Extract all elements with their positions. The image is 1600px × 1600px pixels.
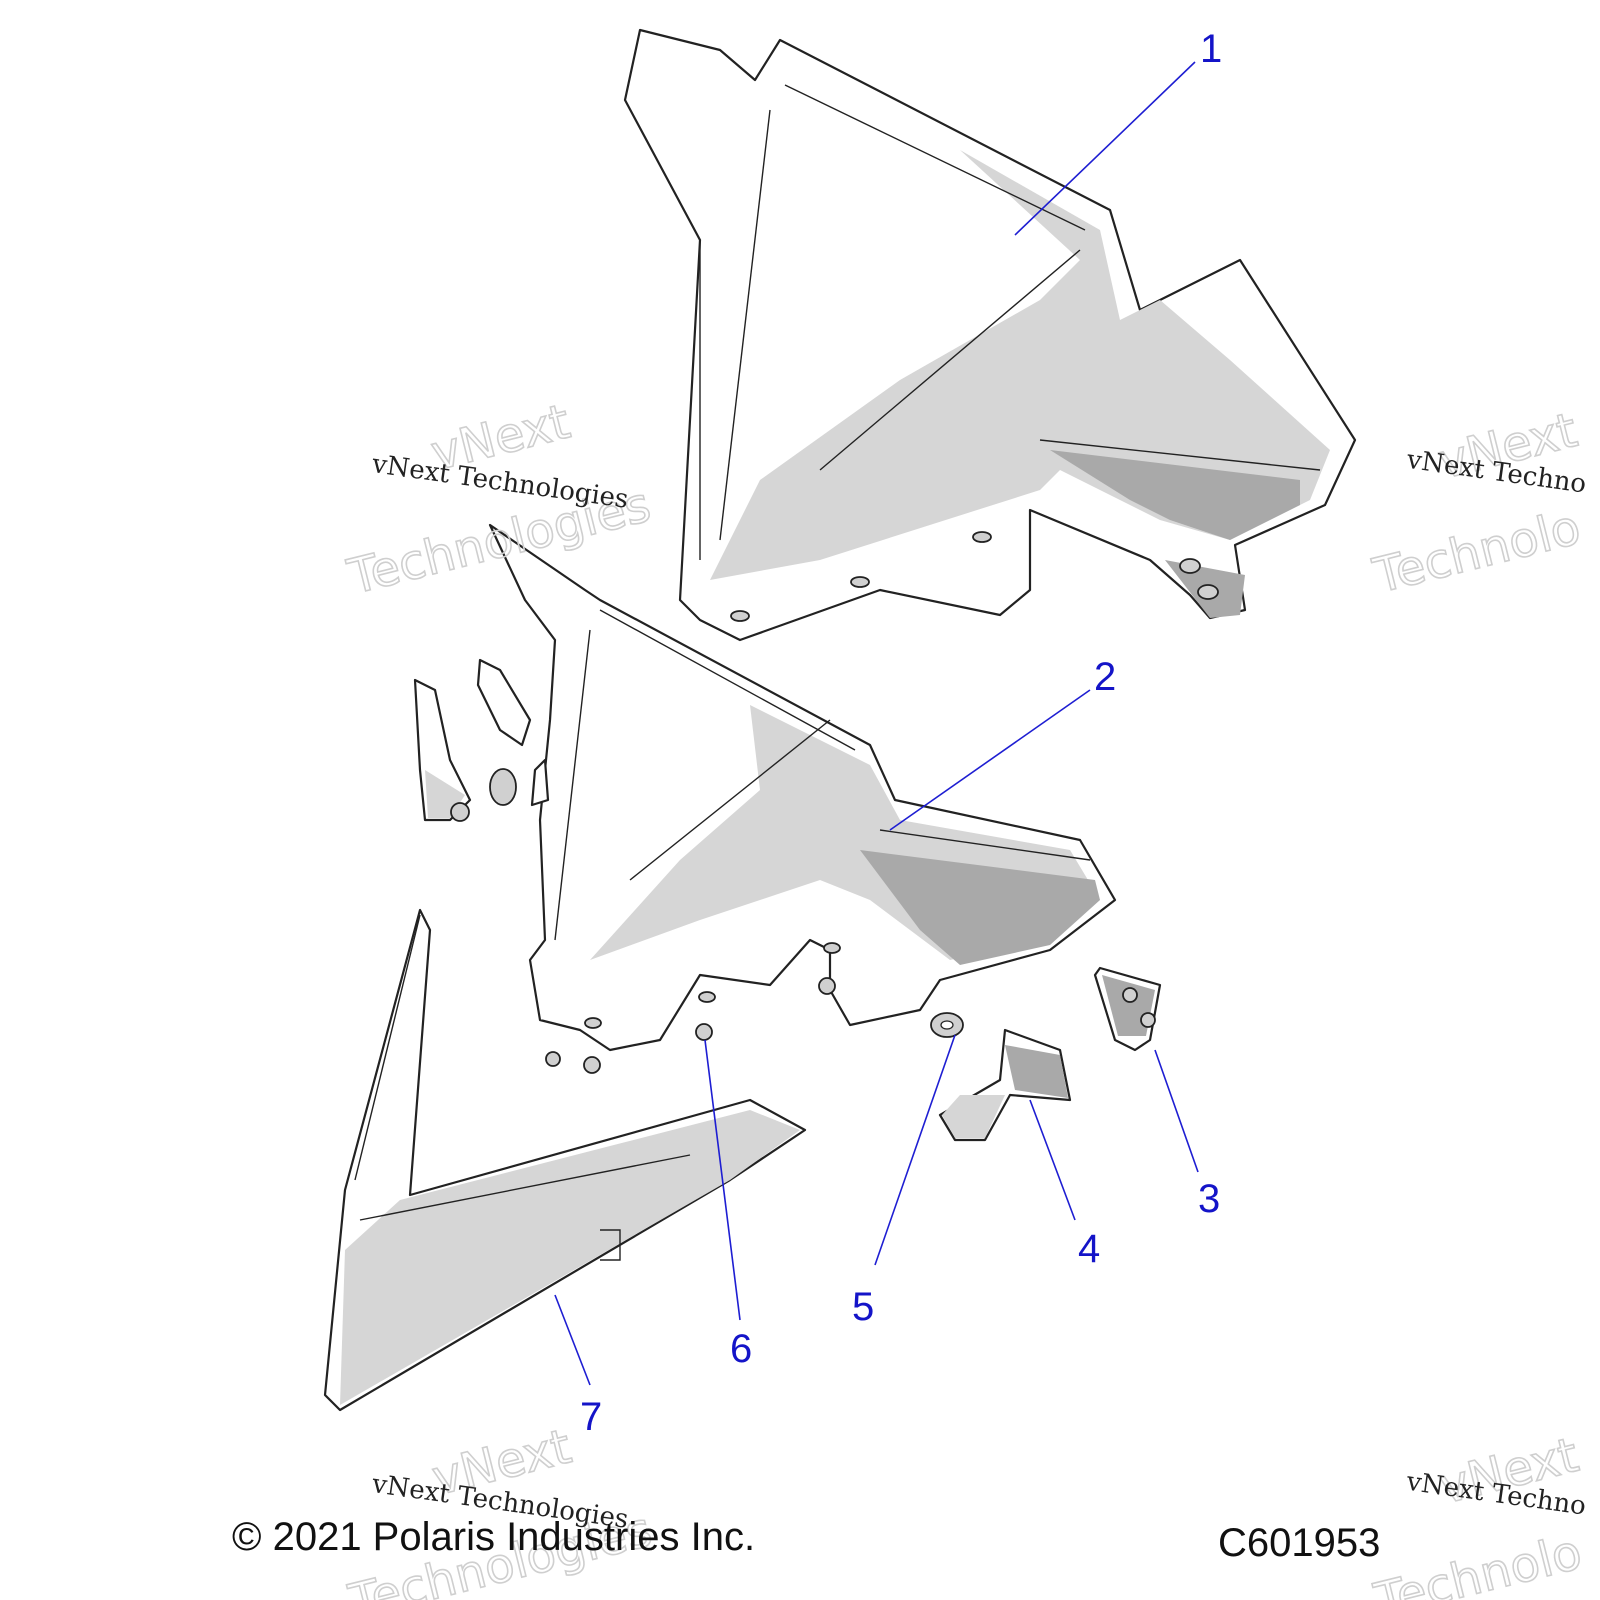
leader-3 <box>1154 1049 1199 1173</box>
watermark-upper-right: vNext Technolo <box>1367 401 1587 605</box>
bracket-plate[interactable] <box>1093 966 1162 1052</box>
leader-4 <box>1029 1099 1076 1221</box>
watermark-cut-2-lower: Technolo <box>1369 1524 1587 1600</box>
left-brackets <box>413 658 550 822</box>
windshield-lower[interactable] <box>488 523 1117 1052</box>
callout-7: 7 <box>580 1395 602 1439</box>
diagram-id: C601953 <box>1218 1521 1380 1565</box>
callout-numbers: 1 2 3 4 5 6 7 <box>580 27 1222 1439</box>
leader-2 <box>889 689 1091 831</box>
callout-4: 4 <box>1078 1227 1100 1271</box>
callout-1: 1 <box>1200 27 1222 71</box>
leader-1 <box>1014 61 1196 236</box>
mount-bracket[interactable] <box>938 1028 1072 1142</box>
nuts[interactable] <box>545 977 836 1074</box>
leader-lines <box>554 61 1199 1386</box>
watermark-cut-2: Technolo <box>1368 499 1586 604</box>
callout-2: 2 <box>1094 655 1116 699</box>
callout-3: 3 <box>1198 1177 1220 1221</box>
copyright-text: © 2021 Polaris Industries Inc. <box>232 1515 755 1559</box>
leader-5 <box>874 1034 956 1266</box>
leader-7 <box>554 1294 591 1386</box>
windshield-upper[interactable] <box>623 28 1357 642</box>
callout-5: 5 <box>852 1285 874 1329</box>
callout-6: 6 <box>730 1327 752 1371</box>
side-panel[interactable] <box>323 908 807 1412</box>
leader-6 <box>704 1039 741 1321</box>
grommet[interactable] <box>930 1012 964 1038</box>
